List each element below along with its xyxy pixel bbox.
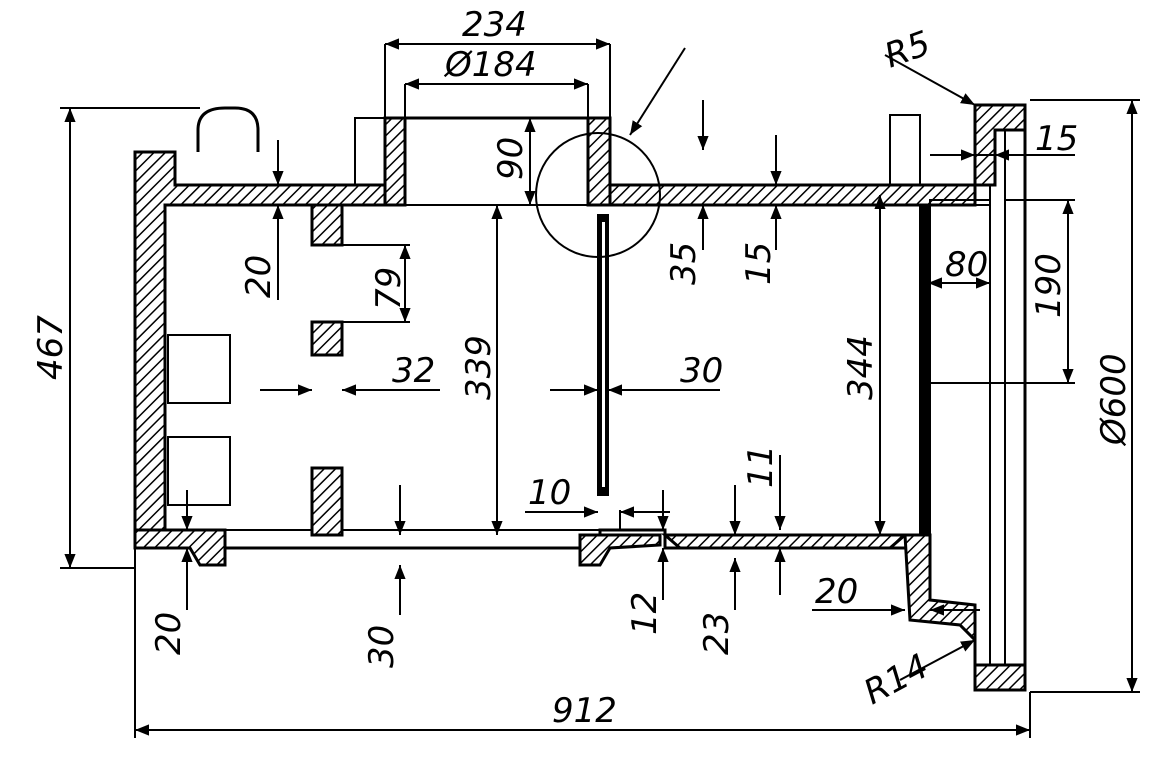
dim-30-mid: 30	[680, 351, 723, 391]
dim-912: 912	[552, 691, 617, 731]
dim-r5: R5	[879, 23, 935, 76]
dim-184: Ø184	[443, 45, 537, 85]
dim-10: 10	[528, 473, 571, 513]
dim-35: 35	[664, 242, 704, 285]
dim-r14: R14	[857, 646, 935, 713]
dim-32: 32	[392, 351, 435, 391]
dimension-labels: 234 Ø184 90 R5 15 467 20 79 32 339 30 35…	[31, 5, 1134, 731]
dim-600: Ø600	[1094, 353, 1134, 447]
dim-80: 80	[945, 245, 988, 285]
hatched-sections	[133, 103, 1027, 692]
dim-467: 467	[31, 315, 71, 380]
small-features	[167, 106, 991, 506]
dim-30-bottom: 30	[362, 625, 402, 668]
dim-344: 344	[841, 335, 881, 400]
dim-20-bottom-right: 20	[815, 572, 858, 612]
dim-12: 12	[625, 592, 665, 635]
dim-15-mid: 15	[739, 242, 779, 285]
inner-solid-wall	[597, 204, 929, 536]
dim-90: 90	[491, 137, 531, 180]
dim-15-right: 15	[1035, 119, 1078, 159]
dim-20-bottom-left: 20	[149, 612, 189, 655]
dim-11: 11	[741, 445, 781, 488]
dim-20-top: 20	[239, 255, 279, 298]
dimension-lines	[60, 38, 1140, 738]
dim-339: 339	[459, 335, 499, 400]
dim-79: 79	[369, 267, 409, 310]
dim-23: 23	[697, 612, 737, 655]
dim-190: 190	[1029, 253, 1069, 318]
dim-234: 234	[462, 5, 527, 45]
